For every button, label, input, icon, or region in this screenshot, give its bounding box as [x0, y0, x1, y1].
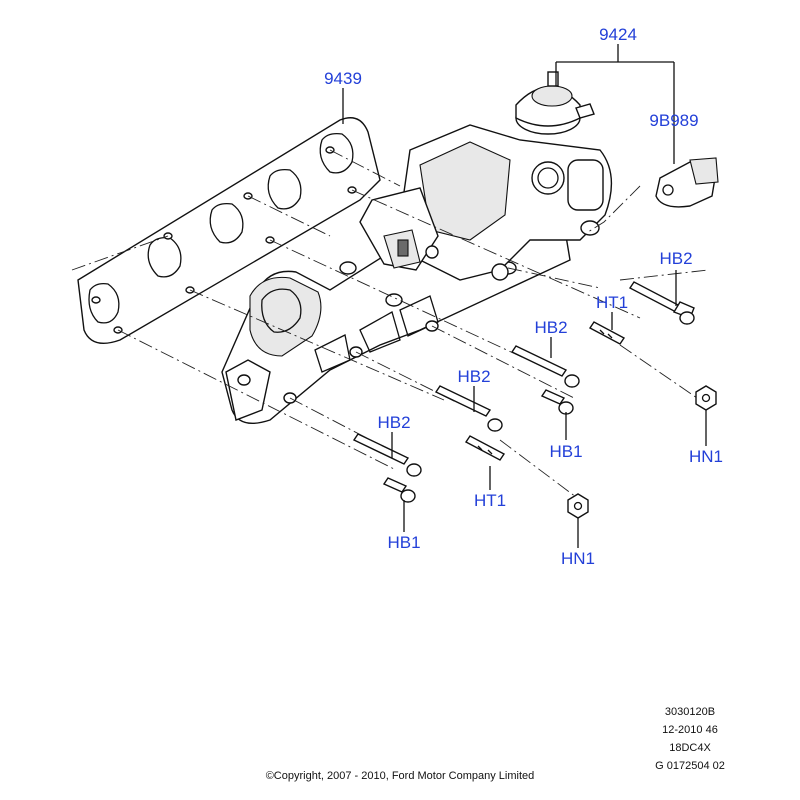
callout-9424[interactable]: 9424	[599, 25, 637, 44]
callout-9439[interactable]: 9439	[324, 69, 362, 88]
reference-line-1: 3030120B	[665, 706, 715, 718]
reference-line-2: 12-2010 46	[662, 724, 718, 736]
axis-lines	[71, 149, 709, 501]
callout-hb2-right[interactable]: HB2	[659, 249, 692, 268]
copyright-notice: ©Copyright, 2007 - 2010, Ford Motor Comp…	[266, 770, 535, 782]
callout-hb1-left[interactable]: HB1	[387, 533, 420, 552]
nut-hn1-right	[695, 385, 717, 411]
bolt-hb1-right	[540, 389, 574, 415]
sensor-9b989	[587, 157, 719, 233]
callout-hb2-middle[interactable]: HB2	[534, 318, 567, 337]
nut-hn1-left	[567, 493, 589, 519]
callout-labels: 9424 9439 9B989 HB2 HT1 HB2 HB2 HB2 HB1 …	[324, 25, 723, 568]
callout-hb2-center[interactable]: HB2	[457, 367, 490, 386]
callout-hn1-right[interactable]: HN1	[689, 447, 723, 466]
egr-valve	[359, 71, 613, 281]
callout-hb2-left[interactable]: HB2	[377, 413, 410, 432]
bolt-hb2-right	[628, 281, 695, 325]
callout-hn1-left[interactable]: HN1	[561, 549, 595, 568]
callout-hb1-right[interactable]: HB1	[549, 442, 582, 461]
stud-ht1-lower	[464, 435, 506, 461]
reference-line-4: G 0172504 02	[655, 760, 725, 772]
leader-lines	[342, 44, 707, 548]
bolt-hb2-center	[434, 385, 503, 432]
callout-ht1-lower[interactable]: HT1	[474, 491, 506, 510]
manifold-gasket	[77, 117, 381, 344]
reference-block: 3030120B 12-2010 46 18DC4X G 0172504 02	[655, 706, 725, 772]
bolt-hb1-left	[382, 477, 416, 503]
callout-9b989[interactable]: 9B989	[649, 111, 698, 130]
bolt-hb2-middle	[510, 345, 580, 388]
callout-ht1-upper[interactable]: HT1	[596, 293, 628, 312]
reference-line-3: 18DC4X	[669, 742, 711, 754]
stud-ht1-upper	[588, 321, 626, 345]
bolt-hb2-left	[352, 433, 422, 477]
